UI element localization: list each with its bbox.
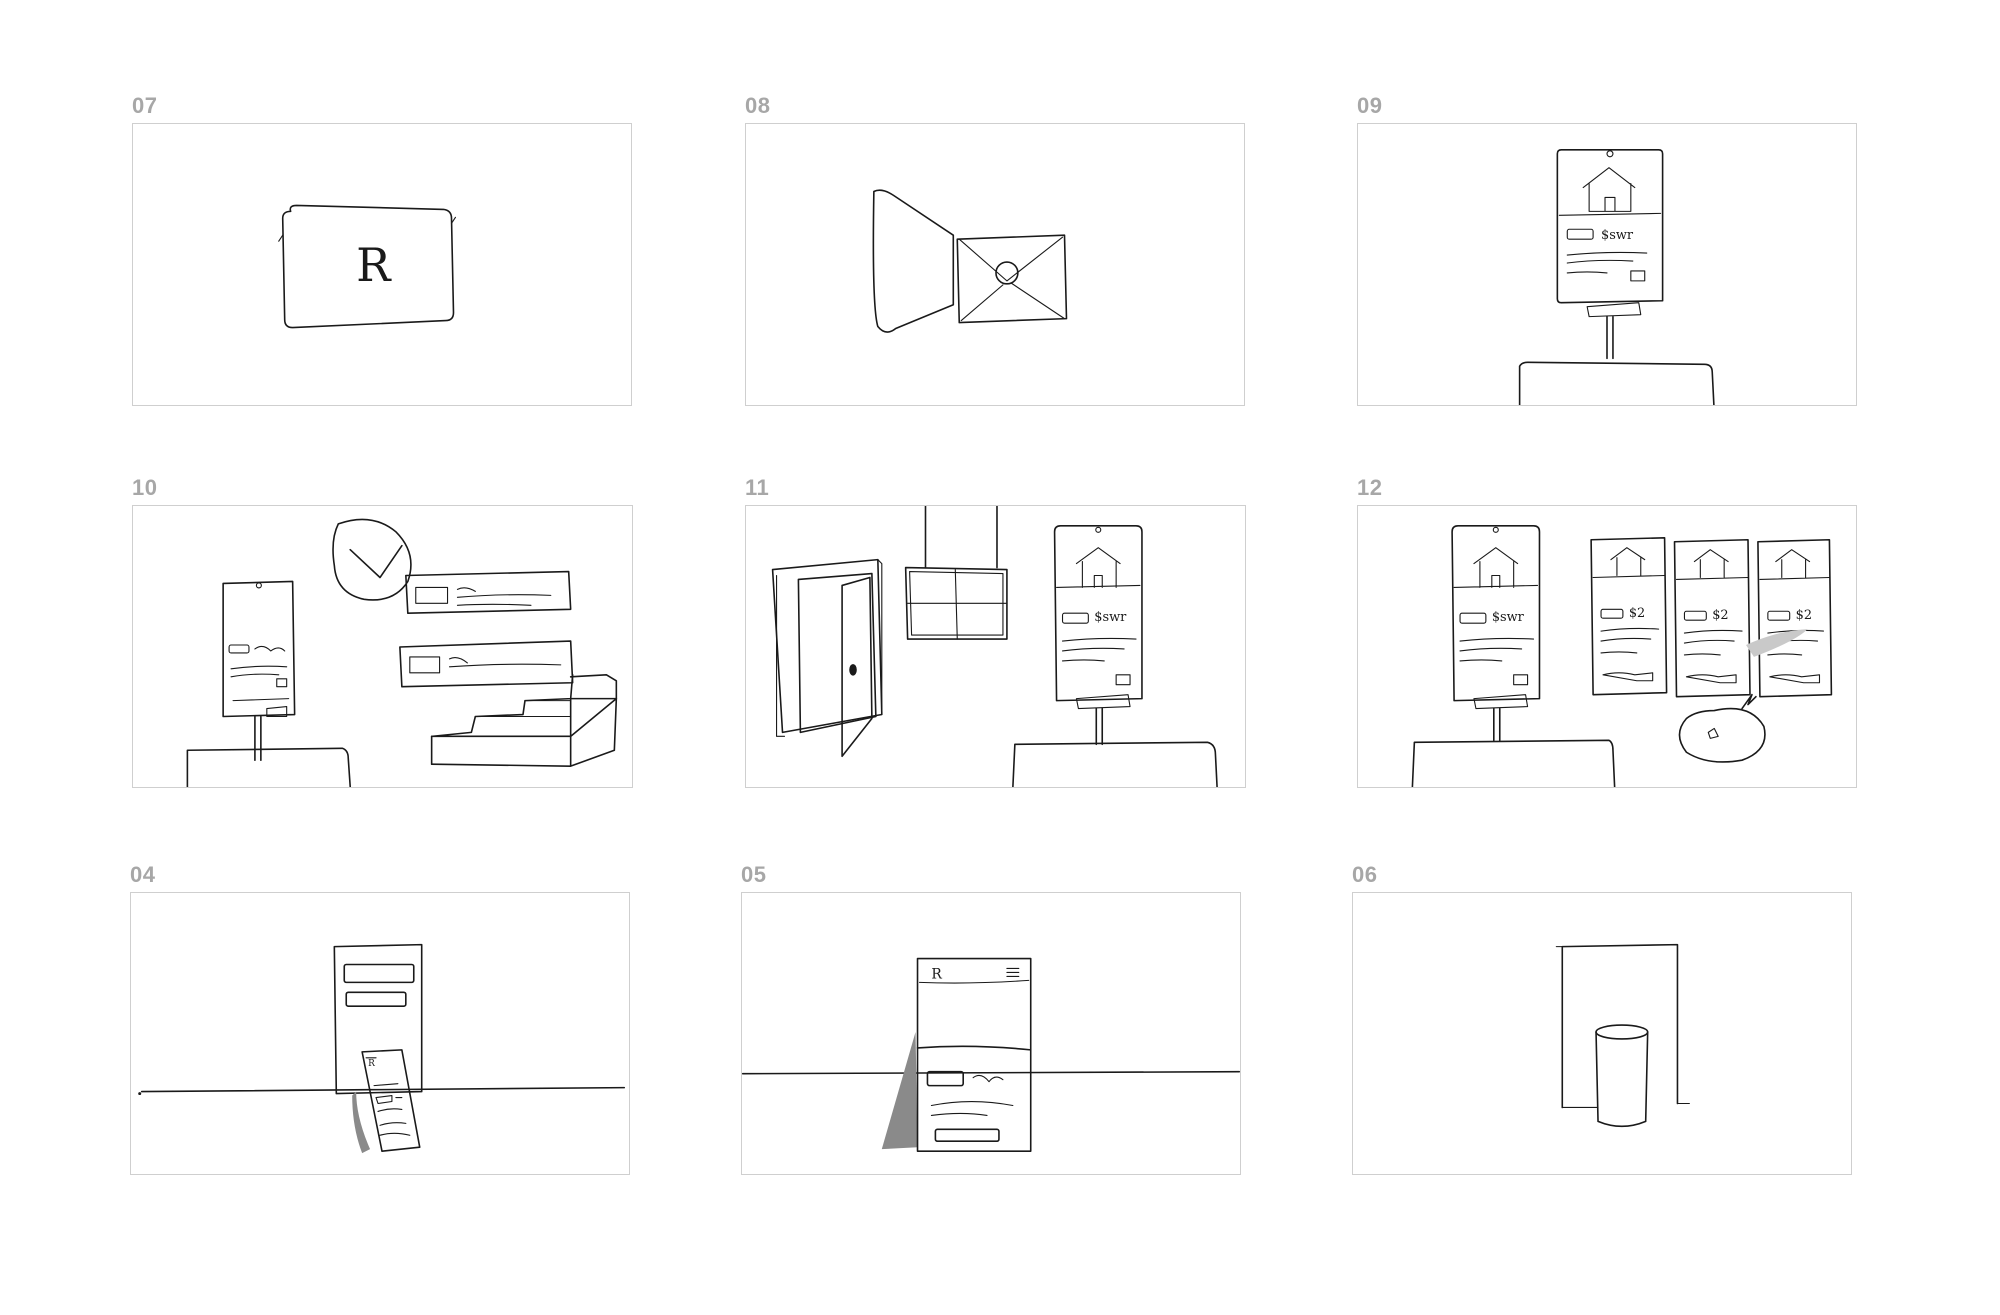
listing-sign: $swr	[1557, 150, 1662, 317]
smudge	[1746, 629, 1808, 657]
email-envelope-sketch	[746, 124, 1244, 405]
listing-sign: $swr	[1452, 526, 1539, 740]
listing-sign: $swr	[1055, 526, 1142, 744]
listing-card-3: $2	[1758, 540, 1831, 697]
desk	[1520, 362, 1715, 405]
sign-clock-stairs-sketch	[133, 506, 632, 787]
storyboard-panel-05: R	[741, 892, 1241, 1175]
panel-label-09: 09	[1357, 93, 1383, 118]
panel-label-06: 06	[1352, 862, 1378, 887]
doorway-cylinder-sketch	[1353, 893, 1851, 1174]
window	[906, 506, 1007, 639]
phone: R	[881, 959, 1031, 1152]
small-phone: R	[352, 1050, 420, 1154]
storyboard-panel-09: $swr	[1357, 123, 1857, 406]
storyboard-panel-12: $swr $2 $2 $2	[1357, 505, 1857, 788]
panel-label-04: 04	[130, 862, 156, 887]
panel-label-10: 10	[132, 475, 158, 500]
panel-label-12: 12	[1357, 475, 1383, 500]
panel-label-05: 05	[741, 862, 767, 887]
door-window-sign-sketch: $swr	[746, 506, 1245, 787]
clock-icon	[333, 519, 411, 600]
panel-label-07: 07	[132, 93, 158, 118]
logo-letter: R	[356, 239, 392, 292]
panel-label-11: 11	[745, 475, 770, 500]
message-card-bottom	[400, 641, 573, 687]
message-card-top	[406, 572, 571, 614]
storyboard-panel-07: R	[132, 123, 632, 406]
storyboard-panel-11: $swr	[745, 505, 1246, 788]
storyboard-panel-06	[1352, 892, 1852, 1175]
storyboard-panel-04: R	[130, 892, 630, 1175]
listing-card-1: $2	[1591, 538, 1666, 695]
svg-text:$swr: $swr	[1492, 610, 1525, 625]
svg-text:R: R	[931, 966, 942, 982]
leaning-phone-sketch: R	[742, 893, 1240, 1174]
logo-card-sketch: R	[133, 124, 631, 405]
svg-text:R: R	[368, 1059, 375, 1069]
svg-text:$swr: $swr	[1094, 610, 1127, 625]
price-scribble: $swr	[1601, 228, 1634, 243]
tall-phone	[334, 945, 421, 1094]
svg-text:$2: $2	[1712, 608, 1728, 623]
stairs	[432, 675, 617, 766]
storyboard-panel-10	[132, 505, 633, 788]
panel-label-08: 08	[745, 93, 771, 118]
chat-bubble-icon	[1679, 695, 1764, 762]
cylinder	[1596, 1025, 1648, 1126]
listing-card-2: $2	[1675, 540, 1750, 697]
sign-three-cards-sketch: $swr $2 $2 $2	[1358, 506, 1856, 787]
storyboard-panel-08	[745, 123, 1245, 406]
tall-phone-sketch: R	[138, 893, 629, 1154]
listing-sign	[223, 581, 294, 760]
svg-text:$2: $2	[1796, 608, 1812, 623]
listing-sign-sketch: $swr	[1358, 124, 1856, 405]
doorway	[1556, 945, 1689, 1108]
door	[773, 560, 882, 757]
small-price-scribble: $2	[1629, 606, 1645, 621]
